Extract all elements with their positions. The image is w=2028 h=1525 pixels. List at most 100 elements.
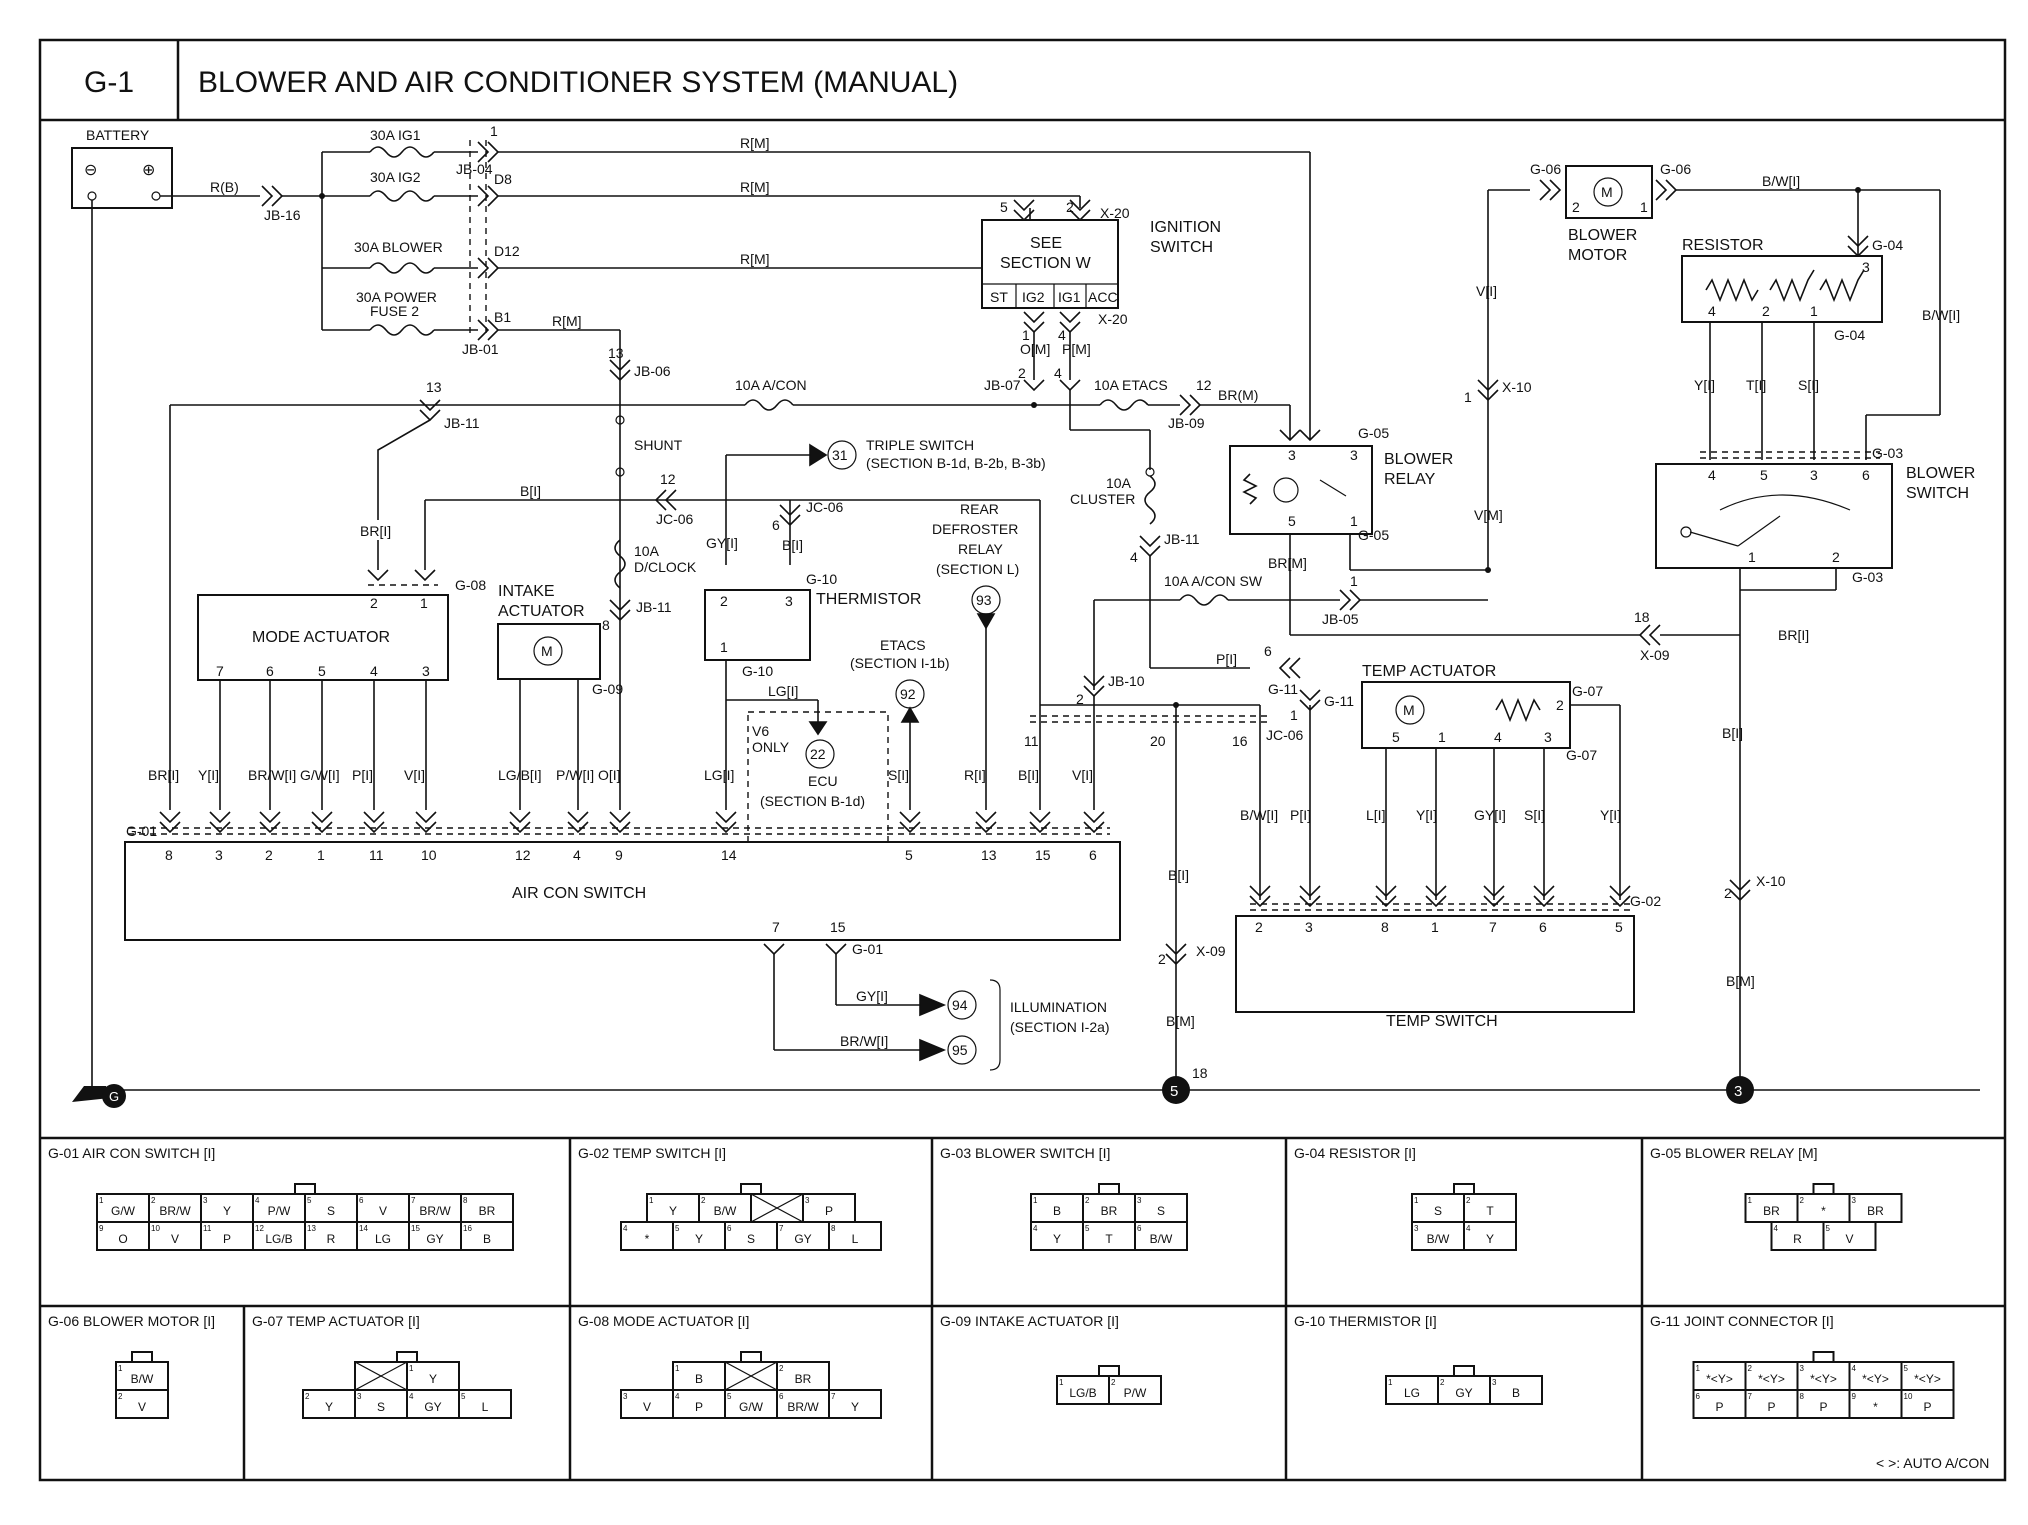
ts-wire-label: B/W[I] <box>1240 807 1278 823</box>
svg-text:2: 2 <box>1556 697 1564 713</box>
connector-pin-number: 2 <box>151 1196 156 1205</box>
connector-latch <box>1098 1183 1120 1195</box>
jb11a: JB-11 <box>444 415 480 431</box>
temp-motor-symbol: M <box>1403 702 1415 718</box>
acs-pin: 13 <box>981 847 997 863</box>
wire-bri-blower: BR[I] <box>1778 627 1809 643</box>
temp-switch-label: TEMP SWITCH <box>1386 1013 1498 1030</box>
wire-bi-gnd: B[I] <box>1168 867 1189 883</box>
connector-pin-number: 6 <box>779 1392 784 1401</box>
wire-bm-gnd: B[M] <box>1166 1013 1195 1029</box>
connector-pin-number: 3 <box>203 1196 208 1205</box>
wire-bi-top: B[I] <box>520 483 541 499</box>
wire-battery: R(B) <box>210 179 239 195</box>
ts-wire-label: Y[I] <box>1600 807 1621 823</box>
connector-pin-color: P <box>1715 1400 1723 1414</box>
wire-pm: P[M] <box>1062 341 1091 357</box>
connector-pin-cell <box>356 1193 410 1223</box>
connector-pin-color: GY <box>424 1400 441 1414</box>
pin-g11-6: 6 <box>1264 643 1272 659</box>
connector-pin-color: GY <box>1455 1386 1472 1400</box>
fuse-aircon: 10A A/CON <box>735 377 807 393</box>
connector-pin-cell <box>1108 1375 1162 1405</box>
intake-2: ACTUATOR <box>498 603 585 620</box>
ts-pin: 3 <box>1305 919 1313 935</box>
connector-pin-cell <box>356 1221 410 1251</box>
ign-ig1: IG1 <box>1058 289 1081 305</box>
mode-pin-3: 3 <box>422 663 430 679</box>
blower-motor-label-1: BLOWER <box>1568 227 1637 244</box>
connector-pin-color: B/W <box>714 1204 737 1218</box>
connector-latch <box>131 1351 153 1363</box>
ts-wire-label: P[I] <box>1290 807 1311 823</box>
thermistor <box>704 589 811 661</box>
fuse-dclock-2: D/CLOCK <box>634 559 697 575</box>
relay-pin-1: 3 <box>1288 447 1296 463</box>
connector-pin-color: *<Y> <box>1758 1372 1785 1386</box>
connector-pin-color: S <box>747 1232 755 1246</box>
connector-pin-color: G/W <box>111 1204 136 1218</box>
connector-pin-color: T <box>1486 1204 1494 1218</box>
connector-pin-color: P <box>223 1232 231 1246</box>
connector-pin-number: 1 <box>1059 1378 1064 1387</box>
connector-latch <box>396 1351 418 1363</box>
acs-pin: 6 <box>1089 847 1097 863</box>
ts-pin: 1 <box>1431 919 1439 935</box>
g06b: G-06 <box>1660 161 1691 177</box>
connector-pin-number: 2 <box>1085 1196 1090 1205</box>
d8: D8 <box>494 171 512 187</box>
jb16: JB-16 <box>264 207 301 223</box>
svg-text:4: 4 <box>1708 303 1716 319</box>
connector-pin-number: 3 <box>1852 1196 1857 1205</box>
svg-text:⊖: ⊖ <box>84 162 97 179</box>
connector-pin-color: BR/W <box>787 1400 819 1414</box>
fuse-cluster-2: CLUSTER <box>1070 491 1135 507</box>
jb10: JB-10 <box>1108 673 1145 689</box>
connector-pin-number: 3 <box>1492 1378 1497 1387</box>
connector-pin-color: P/W <box>1124 1386 1147 1400</box>
connector-pin-number: 8 <box>1800 1392 1805 1401</box>
acs-pin: 9 <box>615 847 623 863</box>
ts-wire-label: S[I] <box>1524 807 1545 823</box>
connector-pin-color: S <box>327 1204 335 1218</box>
acs-wire-label: BR[I] <box>148 767 179 783</box>
chassis-ground: G <box>109 1089 119 1104</box>
connector-pin-color: GY <box>426 1232 443 1246</box>
connector-pin-color: V <box>379 1204 387 1218</box>
connector-pin-number: 4 <box>623 1224 628 1233</box>
connector-pin-color: LG <box>375 1232 391 1246</box>
g11b: G-11 <box>1324 693 1354 709</box>
connector-pin-cell <box>1744 1193 1799 1223</box>
connector-pin-color: *<Y> <box>1810 1372 1837 1386</box>
connector-pin-cell <box>828 1221 882 1251</box>
svg-text:1: 1 <box>1810 303 1818 319</box>
circle-92: 92 <box>900 686 916 702</box>
shunt-label: SHUNT <box>634 437 683 453</box>
connector-pin-color: BR/W <box>159 1204 191 1218</box>
acs-connector-mark <box>509 811 531 834</box>
g06a: G-06 <box>1530 161 1561 177</box>
g03a: G-03 <box>1872 445 1903 461</box>
svg-text:2: 2 <box>720 593 728 609</box>
connector-8: G-08 MODE ACTUATOR [I]1B2BR3V4P5G/W6BR/W… <box>568 1306 882 1480</box>
connector-pin-cell <box>460 1221 514 1251</box>
svg-text:5: 5 <box>1392 729 1400 745</box>
connector-pin-number: 2 <box>1748 1364 1753 1373</box>
connector-pin-color: BR <box>1867 1204 1884 1218</box>
connector-title: G-02 TEMP SWITCH [I] <box>578 1145 726 1161</box>
x09b: X-09 <box>1640 647 1670 663</box>
relay-label-2: RELAY <box>1384 471 1436 488</box>
connector-pin-number: 1 <box>1696 1364 1701 1373</box>
connector-pin-color: Y <box>695 1232 703 1246</box>
connector-pin-cell <box>1030 1193 1084 1223</box>
wire-pi: P[I] <box>1216 651 1237 667</box>
acs-connector-mark <box>609 811 631 834</box>
connector-pin-cell <box>115 1389 169 1419</box>
connector-pin-color: Y <box>1053 1232 1061 1246</box>
connector-pin-number: 9 <box>1852 1392 1857 1401</box>
connector-pin-color: Y <box>223 1204 231 1218</box>
ts-connector-mark <box>1375 885 1397 908</box>
ignition-switch <box>981 219 1119 309</box>
connector-pin-color: P <box>1767 1400 1775 1414</box>
